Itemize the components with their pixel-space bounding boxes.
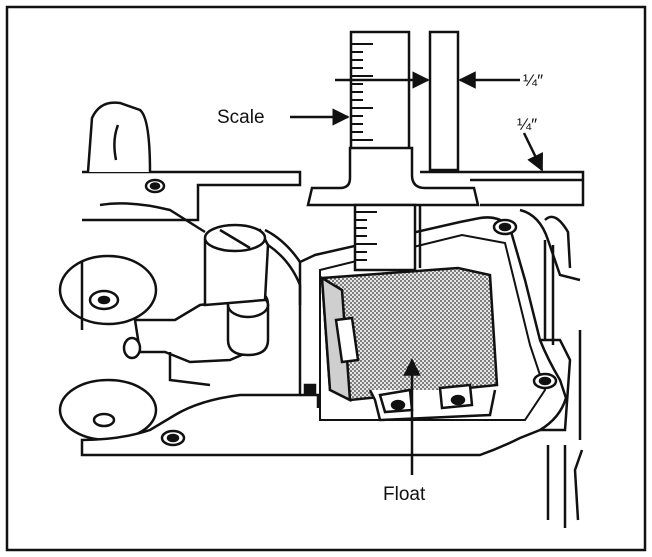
carburetor-body	[58, 101, 585, 528]
float	[320, 266, 499, 422]
gap-label-lower: ¼″	[517, 115, 537, 134]
gap-leader-arrow	[522, 132, 544, 172]
scale-tick-marks	[351, 43, 373, 141]
float-label: Float	[383, 484, 426, 505]
diagram-border	[5, 5, 647, 552]
scale-label: Scale	[217, 107, 265, 128]
scale-tick-marks	[355, 211, 377, 261]
gap-label-upper: ¼″	[523, 71, 543, 90]
